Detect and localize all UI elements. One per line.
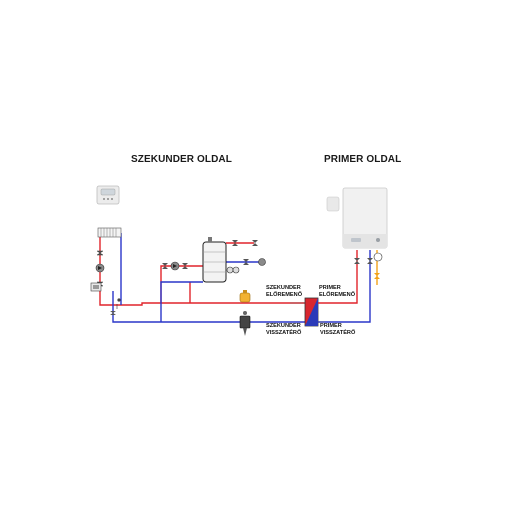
circulation-pump-icon [95, 263, 105, 273]
gas-boiler-icon [342, 187, 388, 249]
secondary-supply-label: SZEKUNDER ELŐREMENŐ [266, 285, 303, 298]
radiator-icon [97, 227, 122, 238]
primary-return-label: PRIMER VISSZATÉRŐ [320, 323, 356, 336]
hot-water-tank-icon [202, 237, 227, 283]
room-thermostat-icon [96, 185, 120, 205]
outdoor-sensor-icon [326, 196, 340, 212]
secondary-side-heading: SZEKUNDER OLDAL [131, 154, 232, 165]
dirt-separator-icon [239, 311, 251, 336]
ball-valve-icon [110, 298, 121, 315]
primary-side-heading: PRIMER OLDAL [324, 154, 402, 165]
circulation-pump-icon [258, 258, 266, 266]
circulation-pump-icon [162, 261, 188, 271]
ball-valve-icon [354, 252, 383, 279]
plate-heat-exchanger-icon [304, 297, 319, 327]
secondary-return-label: SZEKUNDER VISSZATÉRŐ [266, 323, 302, 336]
tank-circuit-pipes [160, 242, 264, 322]
primary-supply-label: PRIMER ELŐREMENŐ [319, 285, 356, 298]
mixing-valve-icon [90, 282, 102, 292]
ball-valve-icon [226, 240, 258, 274]
expansion-vessel-icon [239, 290, 251, 303]
